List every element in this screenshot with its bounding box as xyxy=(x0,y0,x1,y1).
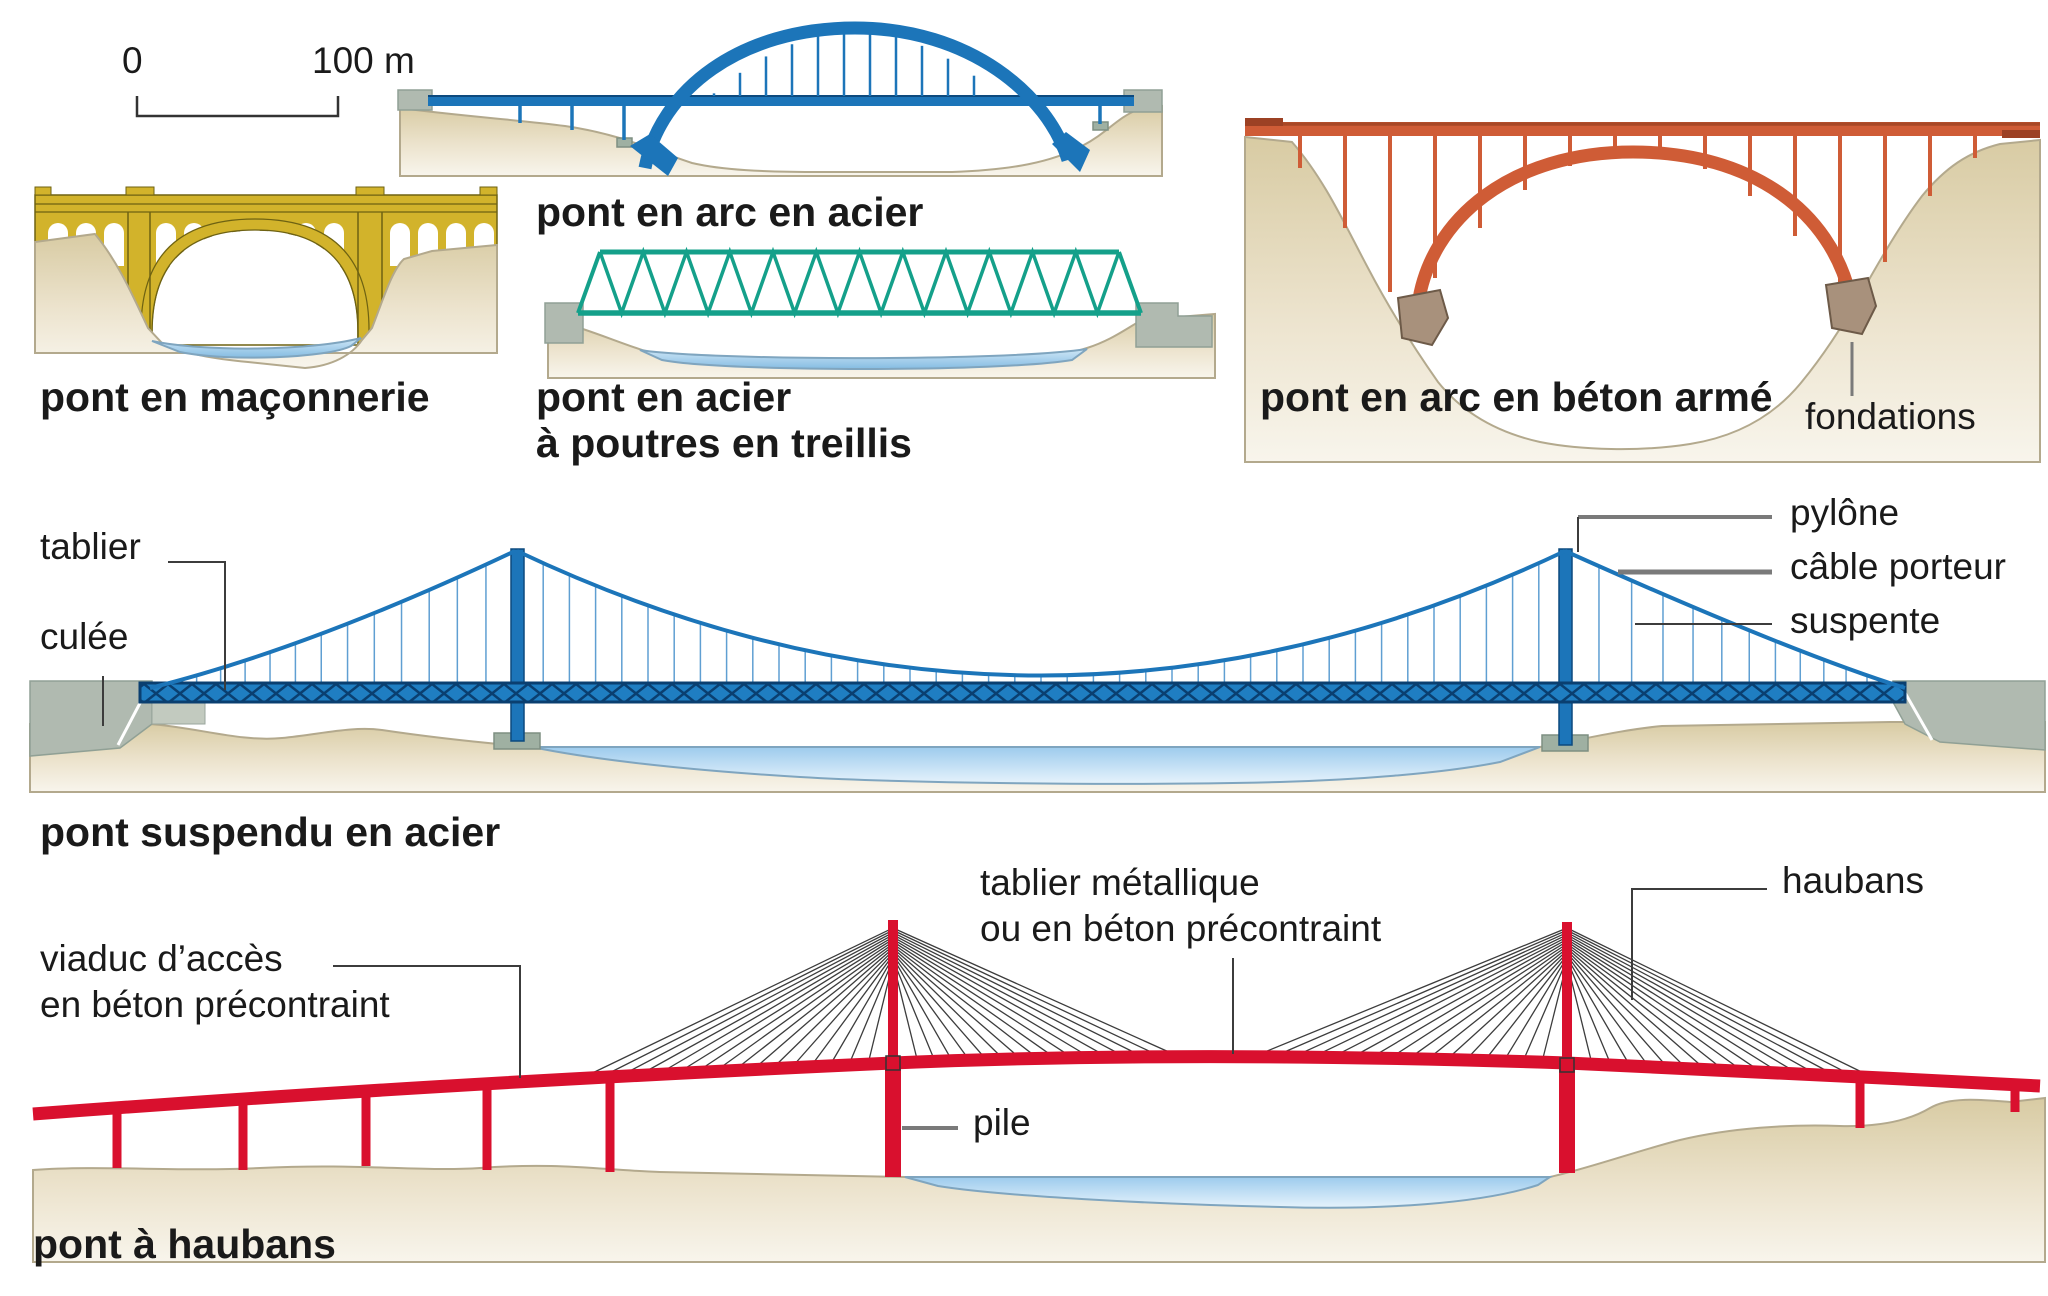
concrete-arch-bridge-drawing xyxy=(1244,118,2041,463)
label-fondations: fondations xyxy=(1805,396,1976,437)
caption-truss-line1: pont en acier xyxy=(536,374,792,420)
tablier-leader xyxy=(168,561,226,690)
suspension-pylon-left xyxy=(510,548,525,742)
concrete-arch-terrain xyxy=(1244,135,2041,463)
cable-stayed-water xyxy=(904,1176,1554,1209)
label-tablier-metallique-line2: ou en béton précontraint xyxy=(980,908,1382,949)
suspension-main-cable xyxy=(149,549,1906,690)
suspension-water xyxy=(531,746,1541,785)
concrete-arch-rib xyxy=(1411,145,1857,306)
caption-cable-stayed: pont à haubans xyxy=(33,1221,336,1267)
haubans-leader xyxy=(1631,888,1767,1000)
concrete-arch-foundation-right xyxy=(1824,276,1878,336)
steel-arch-hangers xyxy=(712,32,976,96)
caption-suspension: pont suspendu en acier xyxy=(40,809,501,855)
label-pylone: pylône xyxy=(1790,492,1900,533)
concrete-arch-spandrel-columns xyxy=(1298,136,1977,292)
caption-steel-arch: pont en arc en acier xyxy=(536,189,924,235)
steel-arch-terrain xyxy=(399,104,1163,177)
cable-stayed-stay-fans xyxy=(579,927,1879,1081)
steel-arch-rib xyxy=(638,21,1075,170)
label-tablier: tablier xyxy=(40,526,141,567)
viaduc-leader xyxy=(333,965,521,1078)
concrete-arch-foundation-left xyxy=(1396,288,1450,347)
label-viaduc-line2: en béton précontraint xyxy=(40,984,390,1025)
scale-hundred-label: 100 m xyxy=(312,40,415,81)
label-viaduc-line1: viaduc d’accès xyxy=(40,938,283,979)
label-culee: culée xyxy=(40,616,129,657)
suspension-suspenders xyxy=(195,563,1868,684)
truss-bridge-drawing xyxy=(544,246,1216,379)
steel-arch-springing-right xyxy=(1052,132,1090,172)
masonry-water xyxy=(151,337,362,359)
masonry-terrain xyxy=(34,232,498,370)
truss-abutment-right xyxy=(1135,302,1213,348)
truss-girder xyxy=(576,246,1143,319)
steel-arch-abutment-left xyxy=(397,89,433,111)
steel-arch-columns xyxy=(518,106,1102,140)
suspension-bridge-drawing xyxy=(29,515,2046,793)
caption-concrete-arch: pont en arc en béton armé xyxy=(1260,374,1773,420)
scale-zero-label: 0 xyxy=(122,40,143,81)
steel-arch-bridge-drawing xyxy=(397,21,1163,177)
label-cable-porteur: câble porteur xyxy=(1790,546,2006,587)
masonry-bridge-drawing xyxy=(34,186,498,370)
label-suspente: suspente xyxy=(1790,600,1941,641)
truss-water xyxy=(639,348,1088,370)
masonry-arcade-windows xyxy=(48,223,494,266)
caption-masonry: pont en maçonnerie xyxy=(40,374,430,420)
cable-stayed-bridge-drawing xyxy=(32,888,2046,1263)
truss-abutment-left xyxy=(544,302,584,344)
suspension-deck xyxy=(138,681,1907,704)
scale-bar xyxy=(135,96,340,118)
suspension-pylon-right xyxy=(1558,548,1573,746)
label-pile: pile xyxy=(973,1102,1031,1143)
cable-stayed-deck xyxy=(32,1050,2041,1121)
label-haubans: haubans xyxy=(1782,860,1924,901)
steel-arch-springing-left xyxy=(630,134,678,176)
label-tablier-metallique-line1: tablier métallique xyxy=(980,862,1260,903)
steel-arch-deck xyxy=(428,95,1134,106)
caption-truss-line2: à poutres en treillis xyxy=(536,420,912,466)
